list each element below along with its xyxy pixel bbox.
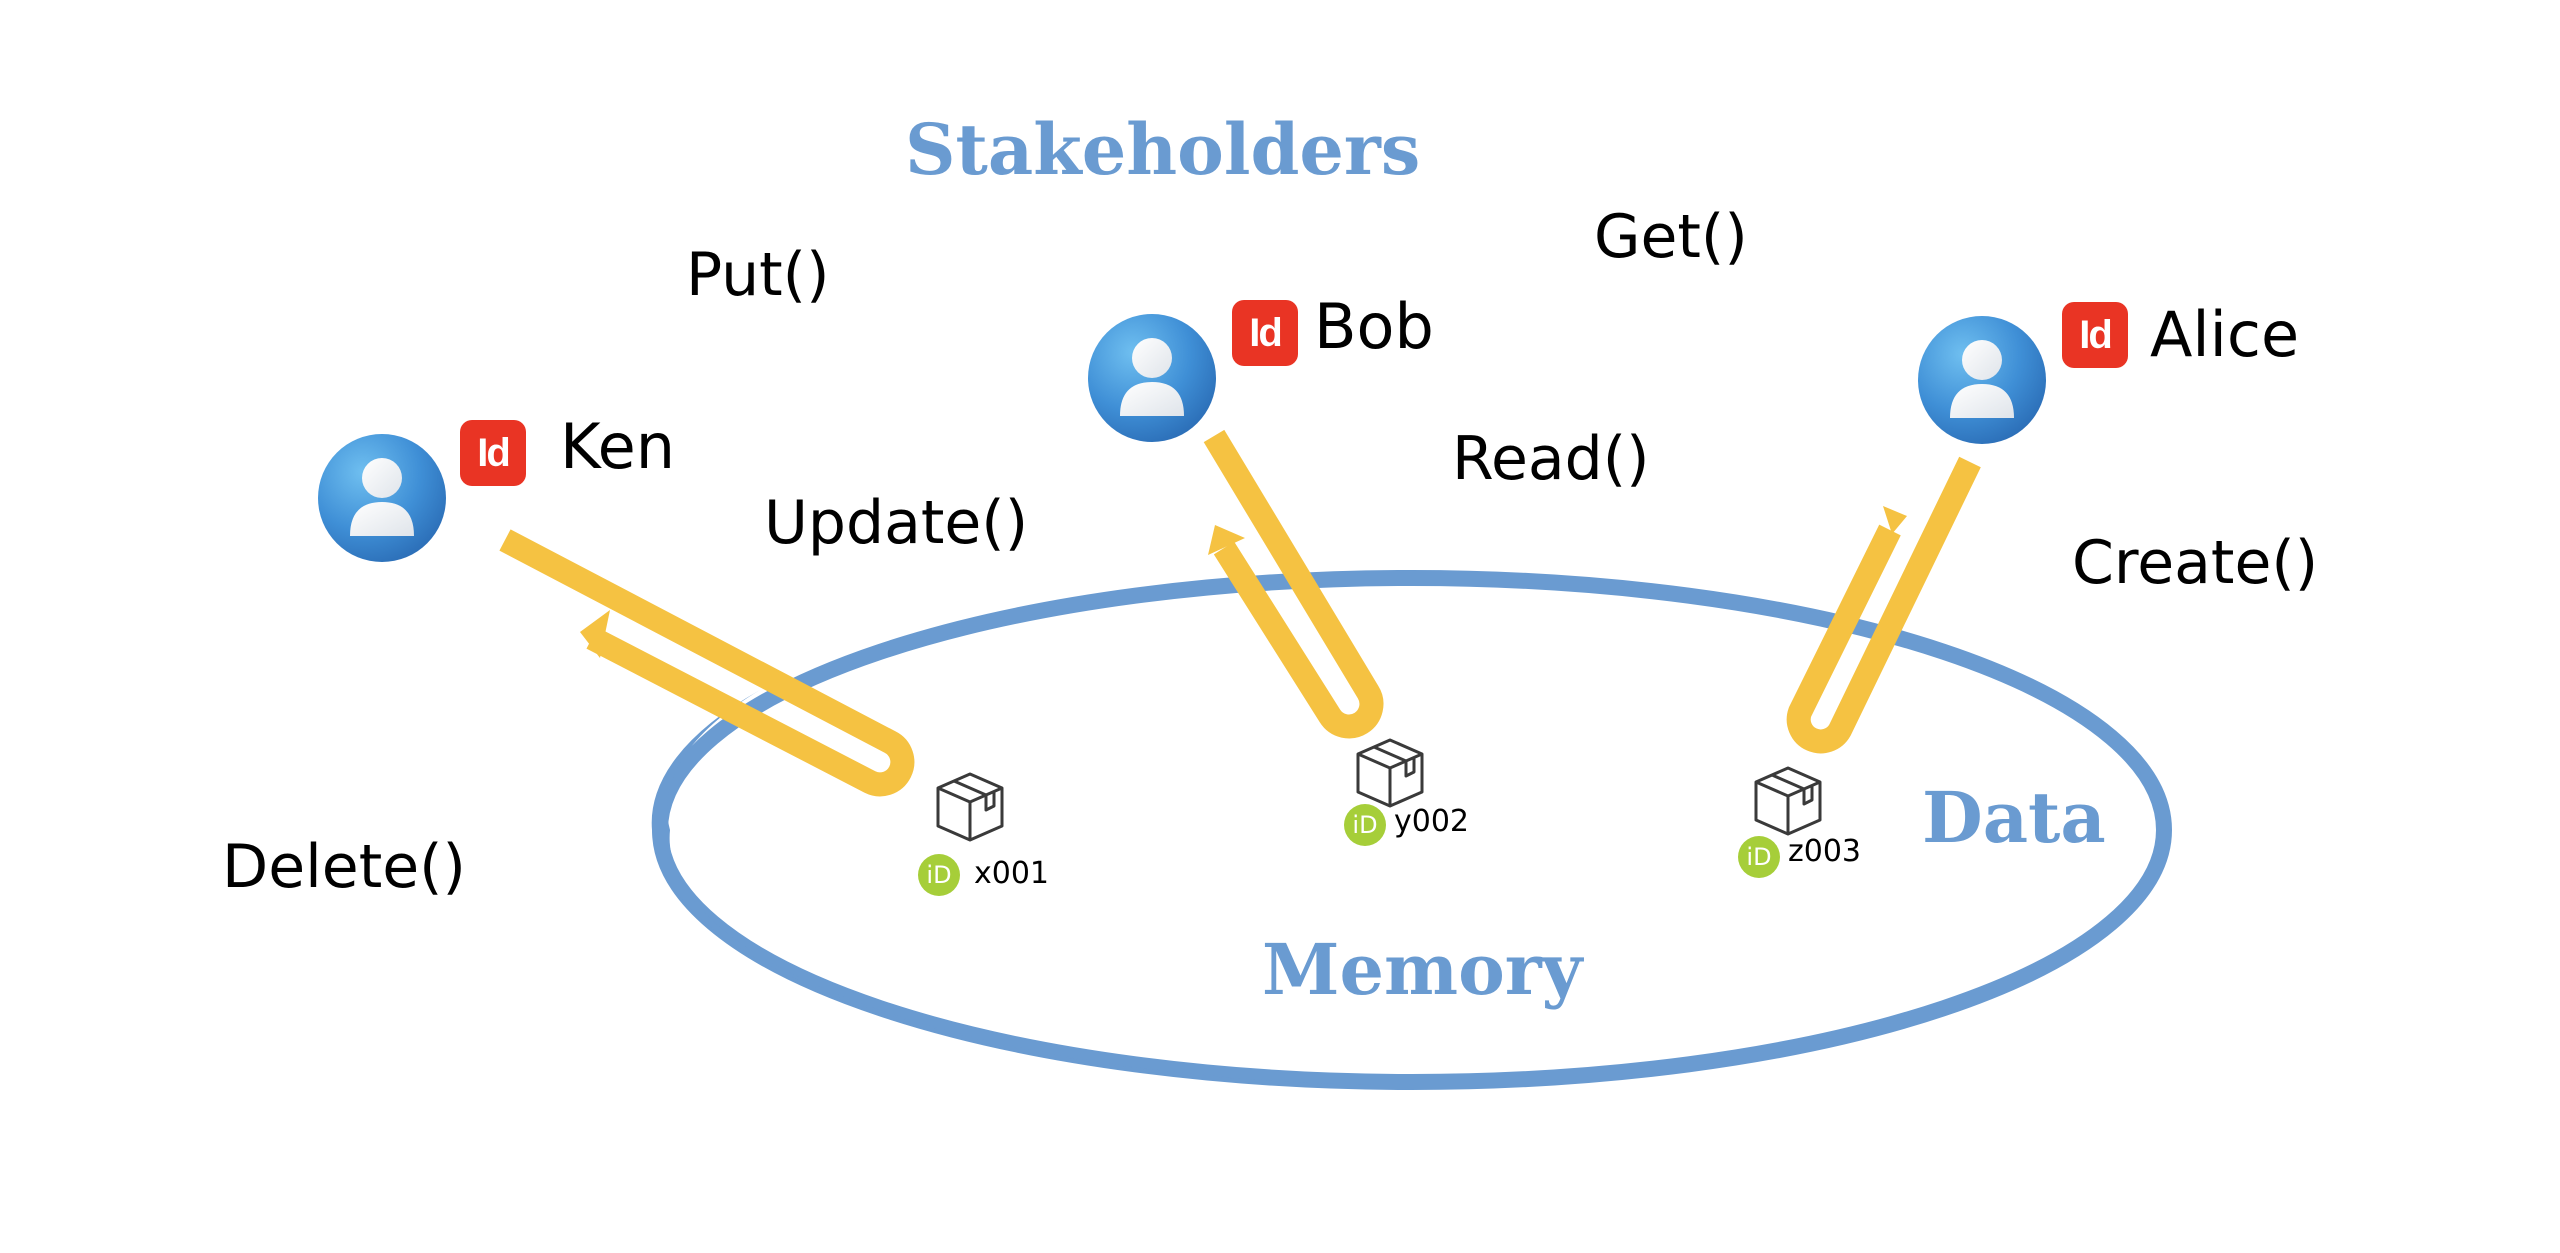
alice-avatar-icon — [1918, 316, 2046, 444]
bob-access-arrow — [1203, 429, 1384, 739]
z003-orcid-icon: iD — [1738, 836, 1780, 878]
z003-label: z003 — [1788, 834, 1862, 869]
op-update: Update() — [764, 488, 1029, 558]
y002-orcid-icon: iD — [1344, 804, 1386, 846]
op-delete: Delete() — [222, 832, 466, 902]
alice-id-badge-icon: Id — [2062, 302, 2128, 368]
ken-name: Ken — [560, 410, 676, 483]
x001-label: x001 — [974, 856, 1050, 891]
ken-arrowhead — [580, 610, 610, 658]
op-get: Get() — [1594, 202, 1748, 272]
bob-arrowhead — [1208, 525, 1245, 555]
stakeholders-title: Stakeholders — [905, 108, 1421, 191]
alice-access-arrow — [1786, 456, 1981, 754]
memory-title: Memory — [1262, 928, 1583, 1011]
alice-name: Alice — [2150, 298, 2300, 371]
bob-name: Bob — [1314, 290, 1434, 363]
ken-id-badge-icon: Id — [460, 420, 526, 486]
op-read: Read() — [1452, 424, 1650, 494]
op-create: Create() — [2072, 528, 2319, 598]
bob-avatar-icon — [1088, 314, 1216, 442]
y002-package-icon — [1356, 738, 1424, 808]
bob-id-badge-icon: Id — [1232, 300, 1298, 366]
x001-orcid-icon: iD — [918, 854, 960, 896]
z003-package-icon — [1754, 766, 1822, 836]
op-put: Put() — [686, 240, 830, 310]
data-title: Data — [1922, 776, 2106, 859]
ken-access-arrow — [499, 529, 915, 797]
ken-avatar-icon — [318, 434, 446, 562]
alice-arrowhead — [1883, 506, 1907, 534]
x001-package-icon — [936, 772, 1004, 842]
y002-label: y002 — [1394, 804, 1470, 839]
